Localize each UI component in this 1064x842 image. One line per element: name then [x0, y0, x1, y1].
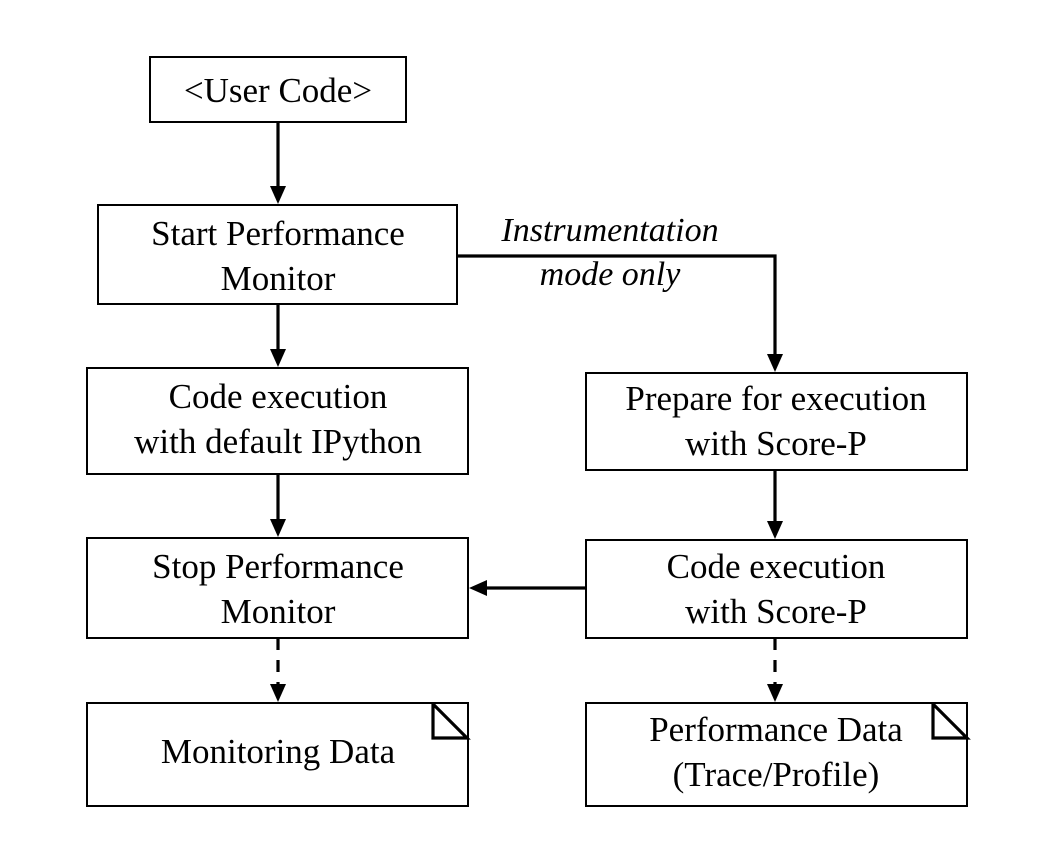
node-label-line-2: with Score-P — [685, 424, 867, 463]
node-start-performance-monitor: Start Performance Monitor — [97, 204, 458, 305]
node-code-execution-default: Code execution with default IPython — [86, 367, 469, 475]
arrowhead-user-to-start — [270, 186, 286, 204]
node-monitoring-data: Monitoring Data — [86, 702, 471, 807]
node-box — [86, 537, 469, 639]
arrowhead-prepare-to-exec-scorep — [767, 521, 783, 539]
document-corner-icon — [931, 702, 971, 740]
node-user-code: <User Code> — [149, 56, 407, 123]
node-label: Monitoring Data — [161, 732, 396, 771]
node-label-line-1: Performance Data — [649, 710, 903, 749]
node-box — [585, 702, 968, 807]
node-label: <User Code> — [184, 71, 372, 110]
node-label-line-1: Code execution — [667, 547, 886, 586]
arrowhead-exec-scorep-to-performance-data — [767, 684, 783, 702]
node-box — [585, 539, 968, 639]
node-box — [86, 367, 469, 475]
edges — [270, 122, 783, 702]
instrumentation-label-line-1: Instrumentation — [500, 212, 718, 249]
document-corner-icon — [431, 702, 471, 740]
node-box — [86, 702, 469, 807]
arrowhead-start-to-prepare — [767, 354, 783, 372]
instrumentation-label-line-2: mode only — [540, 256, 682, 293]
node-performance-data: Performance Data (Trace/Profile) — [585, 702, 971, 807]
arrowhead-start-to-exec-default — [270, 349, 286, 367]
node-label-line-2: with default IPython — [134, 422, 422, 461]
instrumentation-mode-label: Instrumentation mode only — [500, 212, 718, 293]
node-label-line-2: Monitor — [221, 592, 336, 631]
node-label-line-2: (Trace/Profile) — [673, 755, 880, 794]
node-label-line-2: Monitor — [221, 259, 336, 298]
node-label-line-1: Start Performance — [151, 214, 405, 253]
node-label-line-1: Prepare for execution — [625, 379, 926, 418]
node-box — [149, 56, 407, 123]
node-label-line-1: Stop Performance — [152, 547, 404, 586]
edge-start-to-prepare — [457, 254, 777, 355]
node-prepare-scorep: Prepare for execution with Score-P — [585, 372, 968, 471]
node-label-line-1: Code execution — [169, 377, 388, 416]
node-box — [585, 372, 968, 471]
node-label-line-2: with Score-P — [685, 592, 867, 631]
arrowhead-exec-default-to-stop — [270, 519, 286, 537]
arrowhead-stop-to-monitoring-data — [270, 684, 286, 702]
node-stop-performance-monitor: Stop Performance Monitor — [86, 537, 469, 639]
node-box — [97, 204, 458, 305]
arrowhead-exec-scorep-to-stop — [469, 580, 487, 596]
node-code-execution-scorep: Code execution with Score-P — [585, 539, 968, 639]
